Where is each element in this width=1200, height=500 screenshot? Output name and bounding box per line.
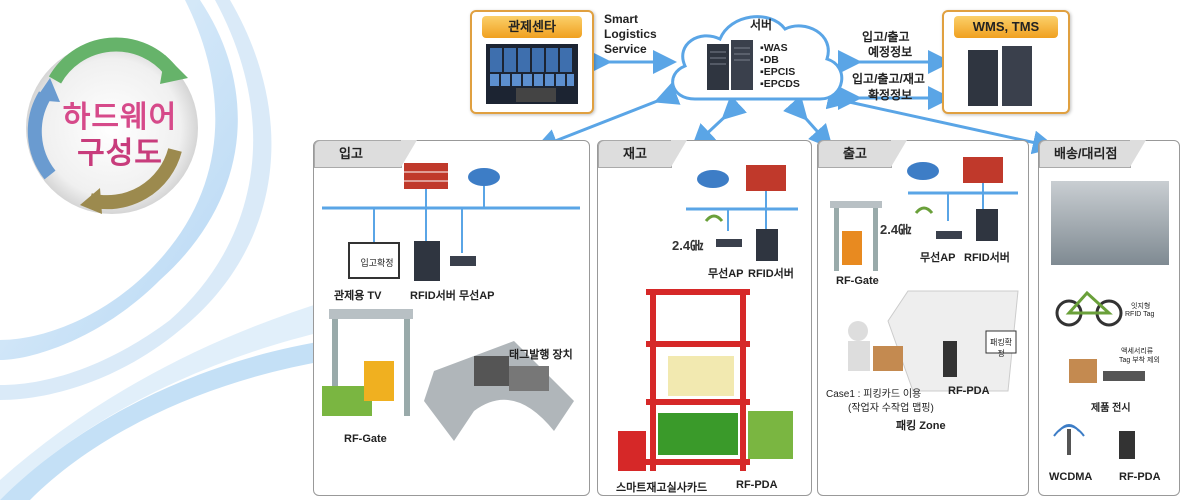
inbound-network-diagram <box>322 163 580 441</box>
tv-label: 관제용 TV <box>334 290 382 302</box>
rf-gate-label: RF-Gate <box>344 433 387 445</box>
tag-note-2: RFID Tag <box>1125 311 1155 318</box>
wireless-ap-label: 무선AP <box>459 290 495 302</box>
server-item: ▪DB <box>760 54 779 66</box>
rfid-server-label: RFID서버 <box>748 268 794 280</box>
tv-screen-text: 입고확정 <box>360 258 394 268</box>
server-items: ▪WAS ▪DB ▪EPCIS ▪EPCDS <box>760 42 800 90</box>
accessory-note-1: 액세서리류 <box>1121 348 1154 355</box>
smart-line-1: Smart <box>604 12 639 26</box>
server-item: ▪EPCDS <box>760 78 800 90</box>
bike-shop-photo <box>1051 181 1169 265</box>
delivery-diagram <box>1053 290 1145 459</box>
rf-pda-label: RF-PDA <box>948 385 990 397</box>
rfid-server-label: RFID서버 <box>410 290 456 302</box>
control-room-image <box>486 44 578 104</box>
server-rack-icon <box>968 50 998 106</box>
smart-cart-label: 스마트재고실사카드 <box>616 482 708 494</box>
rf-pda-label: RF-PDA <box>736 479 778 491</box>
outbound-diagram <box>830 157 1019 392</box>
tag-device-label: 태그발행 장치 <box>509 349 573 361</box>
panel-delivery: 배송/대리점 잇지형 RFID Tag 액세서리류 Tag 부착 제외 제품 전… <box>1038 140 1180 496</box>
product-display-label: 제품 전시 <box>1091 403 1131 414</box>
inventory-diagram <box>618 165 798 471</box>
packing-confirm-screen: 패킹확정 <box>989 338 1013 358</box>
case1-sub-label: (작업자 수작업 맵핑) <box>848 403 934 414</box>
wireless-ap-label: 무선AP <box>920 252 956 264</box>
tab-delivery: 배송/대리점 <box>1039 140 1146 168</box>
accessory-note-2: Tag 부착 제외 <box>1119 357 1160 364</box>
panel-outbound: 출고 2.4㎓ RF-Gate 무선AP RFID서버 패킹확정 Case1 :… <box>817 140 1029 496</box>
panel-inbound: 입고 입고확정 관제용 TV RFID서버 무선AP 태그발행 장치 RF-Ga… <box>313 140 590 496</box>
rf-pda-label: RF-PDA <box>1119 471 1161 483</box>
wcdma-label: WCDMA <box>1049 471 1093 483</box>
case1-label: Case1 : 피킹카드 이용 <box>826 389 922 400</box>
wms-tms-title: WMS, TMS <box>954 16 1058 38</box>
server-title: 서버 <box>750 18 773 32</box>
tab-inbound: 입고 <box>314 140 417 168</box>
smart-logistics-service-label: Smart Logistics Service <box>604 12 657 57</box>
server-cloud <box>671 15 844 101</box>
wms-tms-box: WMS, TMS <box>942 10 1070 114</box>
arrow-label-confirmed-1: 입고/출고/재고 <box>852 72 925 86</box>
arrow-label-planned-1: 입고/출고 <box>862 30 910 44</box>
smart-line-3: Service <box>604 42 647 56</box>
logo-swirl-graphic <box>0 0 330 500</box>
control-center-title: 관제센타 <box>482 16 582 38</box>
control-center-box: 관제센타 <box>470 10 594 114</box>
wireless-ap-label: 무선AP <box>708 268 744 280</box>
rfid-server-label: RFID서버 <box>964 252 1010 264</box>
arrow-label-confirmed-2: 확정정보 <box>868 88 913 102</box>
logo-title-line1: 하드웨어 <box>62 100 178 135</box>
tag-note-1: 잇지형 <box>1131 303 1151 310</box>
packing-zone-label: 패킹 Zone <box>896 420 946 432</box>
panel-inventory: 재고 2.4㎓ 무선AP RFID서버 스마트재고실사카드 RF-PDA <box>597 140 812 496</box>
frequency-label: 2.4㎓ <box>672 238 704 253</box>
logo-title-line2: 구성도 <box>77 136 163 171</box>
frequency-label: 2.4㎓ <box>880 222 912 237</box>
rf-gate-label: RF-Gate <box>836 275 879 287</box>
smart-line-2: Logistics <box>604 27 657 41</box>
tab-outbound: 출고 <box>818 140 907 168</box>
server-item: ▪WAS <box>760 42 788 54</box>
tab-inventory: 재고 <box>598 140 687 168</box>
server-item: ▪EPCIS <box>760 66 796 78</box>
server-rack-icon <box>1002 46 1032 106</box>
arrow-label-planned-2: 예정정보 <box>868 45 913 59</box>
